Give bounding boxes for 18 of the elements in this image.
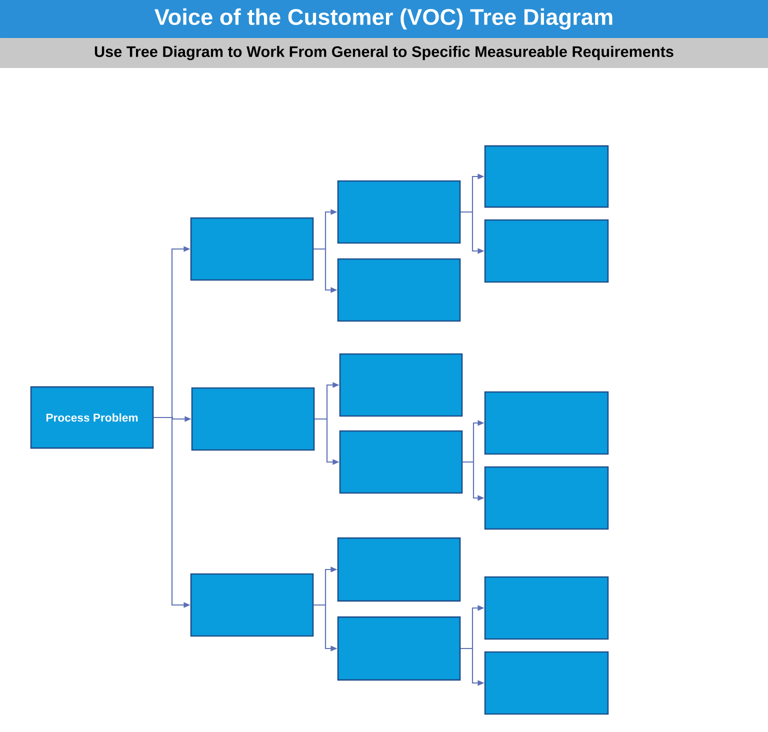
empty-box — [337, 180, 461, 244]
subtitle-banner: Use Tree Diagram to Work From General to Specific Measureable Requirements — [0, 38, 768, 68]
process-box: Process Problem — [30, 386, 154, 449]
empty-box — [337, 258, 461, 322]
empty-box — [190, 573, 314, 637]
empty-box — [484, 466, 609, 530]
empty-box — [484, 576, 609, 640]
empty-box — [337, 616, 461, 681]
empty-box — [484, 391, 609, 455]
empty-box — [337, 537, 461, 602]
empty-box — [484, 219, 609, 283]
empty-box — [190, 217, 314, 281]
empty-box — [484, 651, 609, 715]
empty-box — [339, 353, 463, 417]
empty-box — [339, 430, 463, 494]
empty-box — [191, 387, 315, 451]
empty-box — [484, 145, 609, 208]
title-banner: Voice of the Customer (VOC) Tree Diagram — [0, 0, 768, 38]
